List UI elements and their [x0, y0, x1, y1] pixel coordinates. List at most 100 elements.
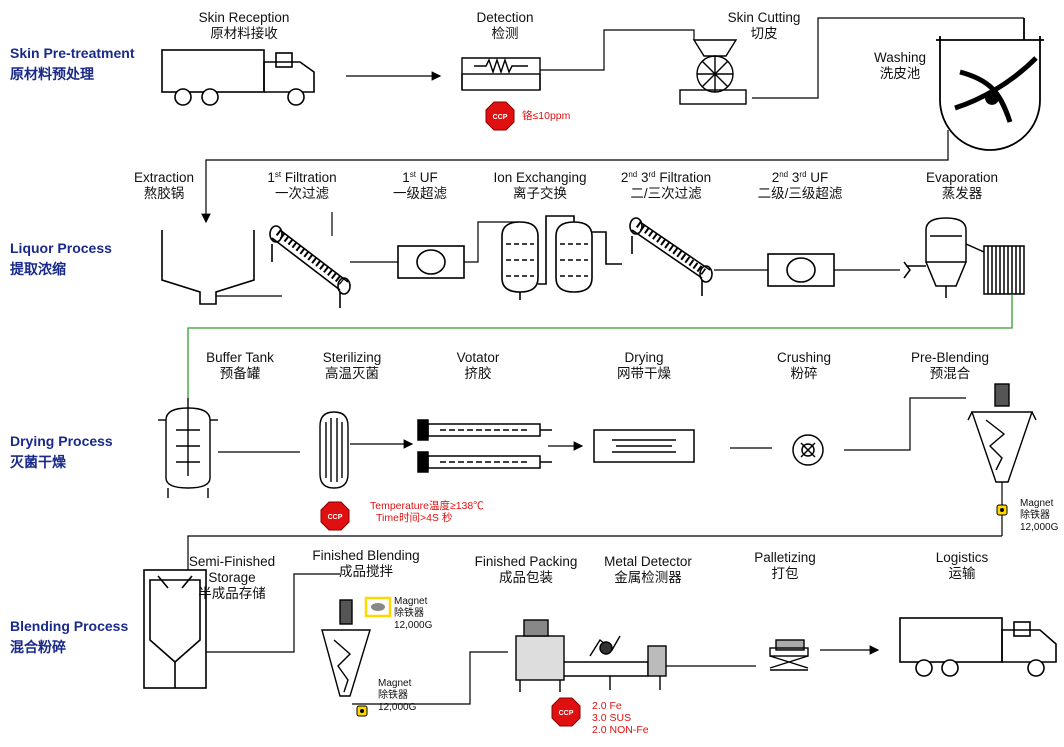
stage-en: Skin Pre-treatment	[10, 45, 135, 61]
step-extraction: Extraction 熬胶锅	[134, 170, 194, 202]
ccp-metal-nonfe: 2.0 NON-Fe	[592, 724, 649, 736]
magnet-strength: 12,000G	[394, 620, 433, 631]
step-cn: 熬胶锅	[143, 186, 185, 201]
ordinal-number: 1	[402, 170, 410, 185]
step-en: 2nd 3rd Filtration	[621, 170, 711, 186]
step-cn: 一次过滤	[275, 186, 329, 201]
step-en: Washing	[873, 50, 927, 65]
step-cn: 离子交换	[512, 186, 567, 201]
step-finished-blending: Finished Blending 成品搅拌	[312, 548, 419, 580]
sterilizer-icon	[319, 411, 349, 489]
stage-cn: 原材料预处理	[10, 66, 94, 82]
step-en: Logistics	[935, 550, 989, 565]
step-en: Skin Reception	[198, 10, 290, 25]
logistics-truck-icon	[899, 617, 1057, 677]
step-cn: 预混合	[929, 366, 971, 381]
magnet-label-pre-blending: Magnet 除铁器 12,000G	[1020, 498, 1058, 534]
ordinal-number: 2	[620, 170, 629, 185]
step-en-text: Filtration	[655, 170, 712, 185]
detection-icon	[461, 57, 541, 91]
step-evaporation: Evaporation 蒸发器	[926, 170, 998, 202]
stage-drying-process: Drying Process 灭菌干燥	[10, 431, 113, 473]
step-cn: 打包	[771, 566, 799, 581]
step-en-text: Filtration	[281, 170, 337, 185]
ccp-badge-label: CCP	[328, 514, 343, 521]
skin-cutter-icon	[679, 39, 747, 105]
step-en: Evaporation	[925, 170, 999, 185]
step-en: Semi-Finished	[188, 554, 276, 569]
palletizer-icon	[769, 639, 809, 671]
step-en: 1st Filtration	[267, 170, 336, 186]
magnet-marker-icon	[996, 504, 1008, 516]
stage-skin-pretreatment: Skin Pre-treatment 原材料预处理	[10, 43, 134, 85]
ccp-metal-sus: 3.0 SUS	[592, 712, 632, 724]
step-first-filtration: 1st Filtration 一次过滤	[267, 170, 336, 202]
uf-module-1-icon	[397, 245, 465, 279]
step-en: 1st UF	[393, 170, 447, 186]
packing-line-icon	[515, 619, 667, 692]
truck-icon	[161, 49, 315, 106]
magnet-title: Magnet	[378, 678, 412, 689]
magnet-cn: 除铁器	[378, 690, 408, 701]
step-en: Finished Packing	[474, 554, 578, 569]
ordinal-suffix: nd	[628, 170, 638, 179]
magnet-device-icon	[364, 596, 392, 618]
rotary-filter-2-icon	[629, 217, 713, 296]
ccp-stop-sign-icon: CCP	[485, 101, 515, 131]
ordinal-suffix: st	[409, 170, 416, 179]
stage-cn: 提取浓缩	[10, 261, 66, 277]
stage-cn: 灭菌干燥	[10, 454, 66, 470]
step-en: Sterilizing	[322, 350, 382, 365]
step-en: Skin Cutting	[727, 10, 801, 25]
step-buffer-tank: Buffer Tank 预备罐	[206, 350, 274, 382]
ordinal-number: 3	[637, 170, 649, 185]
stage-cn: 混合粉碎	[10, 639, 66, 655]
magnet-title: Magnet	[394, 596, 428, 607]
ordinal-suffix: st	[274, 170, 282, 179]
belt-dryer-icon	[593, 429, 695, 463]
extraction-vat-icon	[161, 230, 255, 305]
step-drying: Drying 网带干燥	[617, 350, 671, 382]
magnet-cn: 除铁器	[1020, 510, 1050, 521]
magnet-cn: 除铁器	[394, 608, 424, 619]
ccp-sterilizing-time: Time时间>4S 秒	[376, 512, 453, 524]
step-cn: 二级/三级超滤	[757, 186, 843, 201]
step-semi-finished-storage: Semi-Finished Storage 半成品存储	[189, 554, 275, 602]
step-ion-exchanging: Ion Exchanging 离子交换	[493, 170, 586, 202]
washing-drum-icon	[936, 18, 1044, 151]
step-en: Votator	[456, 350, 500, 365]
step-cn: 成品包装	[499, 570, 553, 585]
step-en-text: UF	[416, 170, 438, 185]
step-en: 2nd 3rd UF	[758, 170, 843, 186]
step-cn: 切皮	[750, 26, 778, 41]
magnet-label-finished-blending-bottom: Magnet 除铁器 12,000G	[378, 678, 416, 714]
step-cn: 金属检测器	[614, 570, 682, 585]
step-cn: 二/三次过滤	[630, 186, 702, 201]
step-cn: 一级超滤	[393, 186, 447, 201]
step-palletizing: Palletizing 打包	[754, 550, 816, 582]
step-cn: 预备罐	[219, 366, 261, 381]
ordinal-suffix: rd	[799, 170, 807, 179]
step-detection: Detection 检测	[476, 10, 533, 42]
step-en: Metal Detector	[604, 554, 692, 569]
ccp-metal-fe: 2.0 Fe	[592, 700, 622, 712]
step-first-uf: 1st UF 一级超滤	[393, 170, 447, 202]
stage-en: Liquor Process	[10, 240, 112, 256]
step-crushing: Crushing 粉碎	[777, 350, 831, 382]
step-en: Drying	[624, 350, 664, 365]
step-second-third-filtration: 2nd 3rd Filtration 二/三次过滤	[621, 170, 711, 202]
ccp-badge-label: CCP	[493, 114, 508, 121]
step-cn: 运输	[948, 566, 976, 581]
step-logistics: Logistics 运输	[936, 550, 989, 582]
magnet-marker-icon	[356, 705, 368, 717]
finished-blender-icon	[321, 599, 371, 697]
ccp-sterilizing-temperature: Temperature温度≥138℃	[370, 500, 484, 512]
ccp-badge-label: CCP	[559, 710, 574, 717]
step-cn: 高温灭菌	[325, 366, 379, 381]
step-sterilizing: Sterilizing 高温灭菌	[323, 350, 382, 382]
step-en-text: UF	[806, 170, 829, 185]
step-cn: 洗皮池	[879, 66, 921, 81]
stage-liquor-process: Liquor Process 提取浓缩	[10, 238, 112, 280]
stage-blending-process: Blending Process 混合粉碎	[10, 616, 128, 658]
